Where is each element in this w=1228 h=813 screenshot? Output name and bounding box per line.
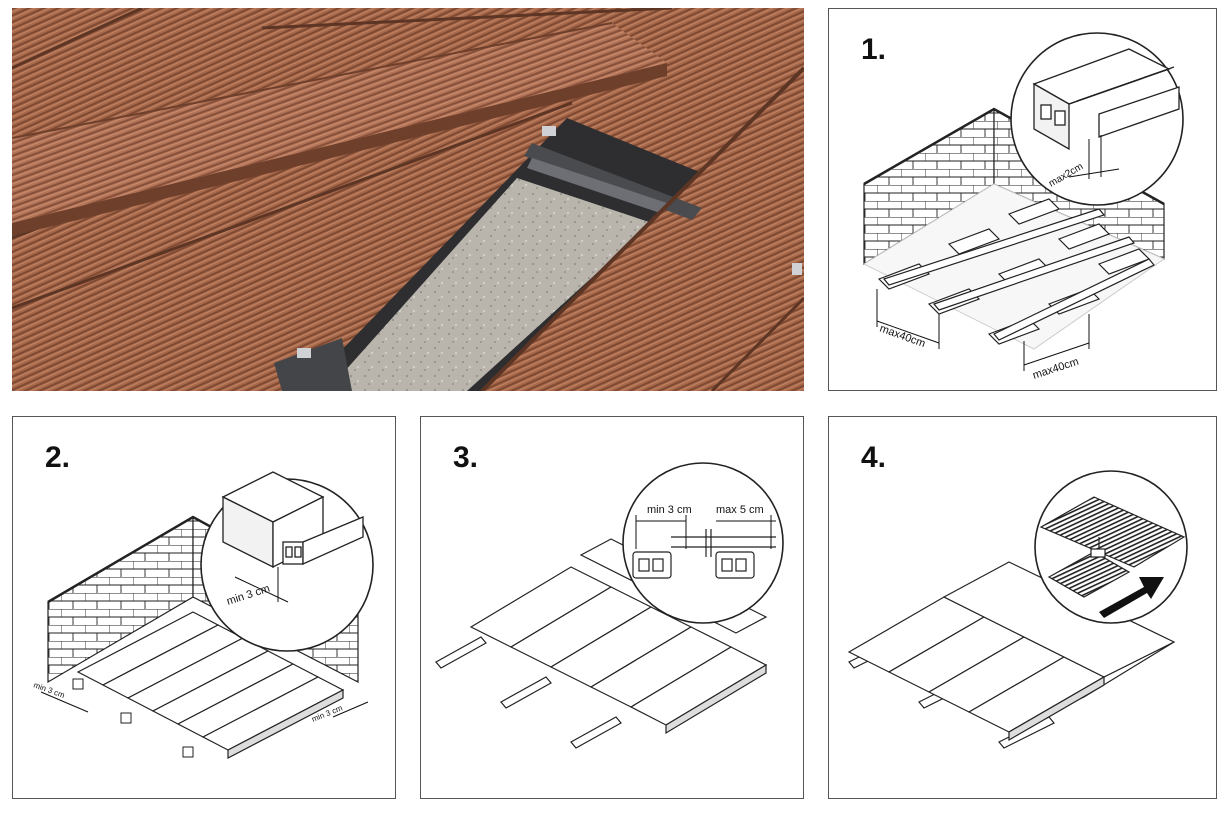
min-gap-label: min 3 cm <box>647 504 692 516</box>
joists <box>882 208 1155 341</box>
deck-boards <box>76 611 345 759</box>
slide-direction-arrow-icon <box>1099 577 1164 618</box>
decking-photo-illustration <box>12 8 804 391</box>
step-1-panel: 1. <box>828 8 1217 391</box>
step-3-diagram: min 3 cm max 5 cm <box>435 462 784 749</box>
step-4-panel: 4. <box>828 416 1217 799</box>
dimension-lines <box>876 289 1090 371</box>
gap-dimension <box>1068 135 1120 179</box>
clip <box>792 263 802 275</box>
clip <box>542 126 556 136</box>
step-number: 4. <box>861 441 887 474</box>
gap-dimension-lines <box>635 515 776 549</box>
step-number: 2. <box>45 441 71 474</box>
joist <box>527 158 667 213</box>
board-gap-detail <box>632 529 776 579</box>
inset-gap-dims <box>234 567 289 603</box>
step-1-diagram: max40cm max40cm max2cm <box>862 32 1184 382</box>
deck-boards <box>847 561 1176 742</box>
step-4-diagram <box>847 470 1188 749</box>
step-number: 3. <box>453 441 479 474</box>
left-gap-label: min 3 cm <box>32 680 66 700</box>
clip-detail <box>1039 496 1186 598</box>
max-gap-label: max 5 cm <box>716 504 764 516</box>
edge-gap-dims <box>40 691 369 718</box>
detail-magnifier <box>622 462 784 624</box>
wall-gap-detail <box>221 471 364 569</box>
step-number: 1. <box>861 33 887 66</box>
decking-photo <box>12 8 804 391</box>
concrete-slab <box>327 178 652 391</box>
board-profile-detail <box>1032 48 1180 151</box>
joists <box>435 636 622 749</box>
loose-deck-board <box>12 23 667 223</box>
clip <box>297 348 311 358</box>
joist <box>274 338 352 391</box>
step-2-panel: 2. min 3 cm min 3 cm <box>12 416 396 799</box>
span-left-label: max40cm <box>878 323 927 351</box>
step-2-diagram: min 3 cm min 3 cm min 3 cm <box>32 471 374 759</box>
step-3-panel: 3. <box>420 416 804 799</box>
